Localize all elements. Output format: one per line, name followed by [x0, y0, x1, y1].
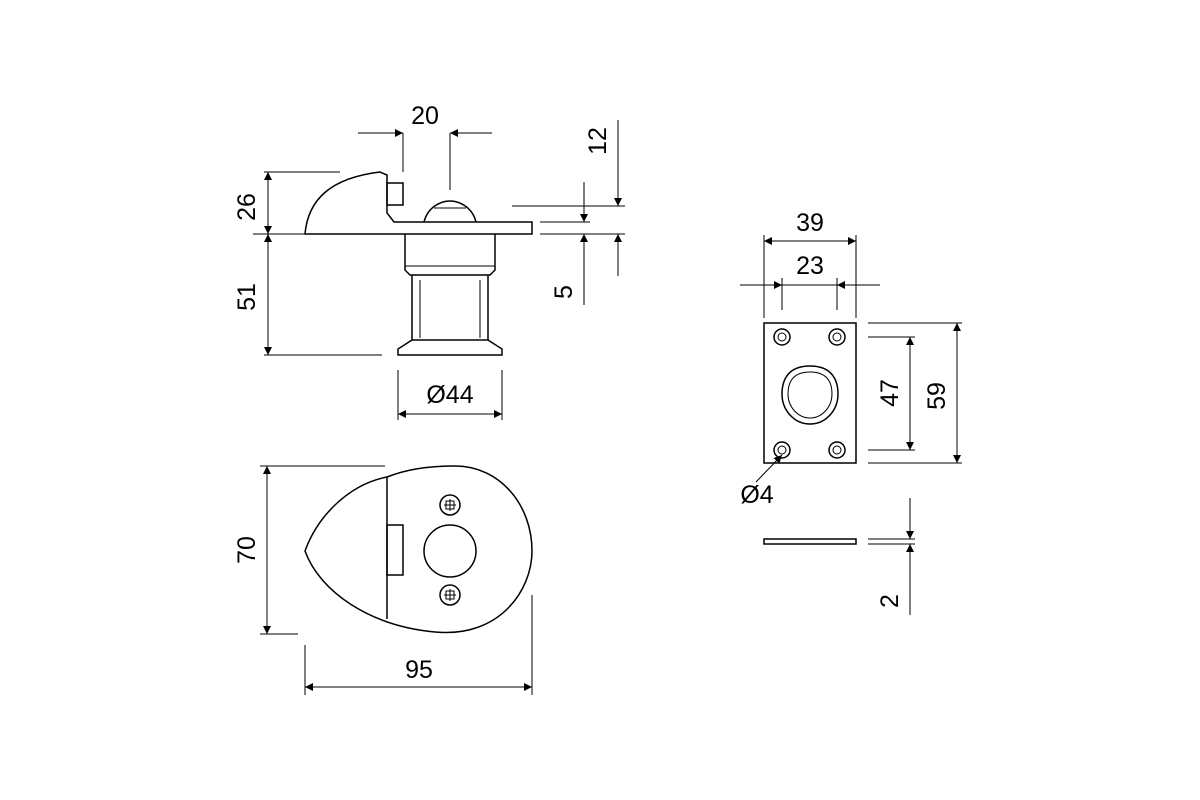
dim-70: 70 — [233, 465, 385, 635]
dim-diameter-44: Ø44 — [397, 370, 503, 420]
strike-plate-view: 39 23 47 59 Ø4 — [740, 209, 962, 615]
side-view: 20 26 51 Ø44 12 — [233, 102, 625, 420]
dim-59: 59 — [868, 322, 962, 464]
dim-26-label: 26 — [233, 193, 261, 221]
dim-12-label: 12 — [584, 127, 612, 155]
side-view-neck — [411, 275, 489, 340]
side-view-tab — [386, 182, 404, 206]
side-view-housing — [404, 234, 496, 276]
top-view-outline — [304, 465, 533, 634]
dim-26: 26 — [233, 171, 340, 235]
strike-plate-oval-outer — [781, 365, 839, 425]
strike-plate-hole-br — [828, 441, 846, 459]
dim-51-label: 51 — [233, 283, 261, 311]
dim-23: 23 — [740, 252, 880, 310]
side-view-neck-shading — [419, 280, 481, 338]
dim-39-label: 39 — [796, 209, 824, 237]
dim-51: 51 — [233, 234, 382, 356]
strike-plate-oval-inner — [787, 371, 833, 419]
dim-59-label: 59 — [923, 382, 951, 410]
side-view-flange — [397, 339, 503, 356]
dim-2-label: 2 — [876, 594, 904, 608]
strike-plate-hole-tr — [828, 328, 846, 346]
dim-95-label: 95 — [405, 656, 433, 684]
dim-20: 20 — [358, 102, 492, 190]
dim-diameter-4-label: Ø4 — [740, 481, 773, 509]
dim-12: 12 — [512, 120, 625, 276]
strike-plate-profile — [763, 538, 857, 545]
dim-20-label: 20 — [411, 102, 439, 130]
top-view-tab — [386, 524, 404, 576]
top-view: 70 95 — [233, 465, 533, 695]
strike-plate-outline — [763, 322, 857, 464]
dim-5: 5 — [540, 182, 625, 305]
dim-47: 47 — [868, 336, 915, 451]
side-view-hood — [304, 171, 533, 235]
dim-47-label: 47 — [876, 379, 904, 407]
dim-2: 2 — [868, 498, 915, 615]
dim-70-label: 70 — [233, 536, 261, 564]
dim-5-label: 5 — [550, 285, 578, 299]
side-view-ball — [423, 200, 477, 223]
dim-diameter-44-label: Ø44 — [426, 381, 473, 409]
top-view-center-hole — [423, 524, 477, 578]
top-view-screw-top — [439, 494, 461, 516]
dim-39: 39 — [763, 209, 857, 318]
dim-95: 95 — [304, 595, 533, 695]
strike-plate-hole-tl — [773, 328, 791, 346]
dim-23-label: 23 — [796, 252, 824, 280]
dim-diameter-4: Ø4 — [740, 454, 783, 509]
top-view-screw-bottom — [439, 584, 461, 606]
